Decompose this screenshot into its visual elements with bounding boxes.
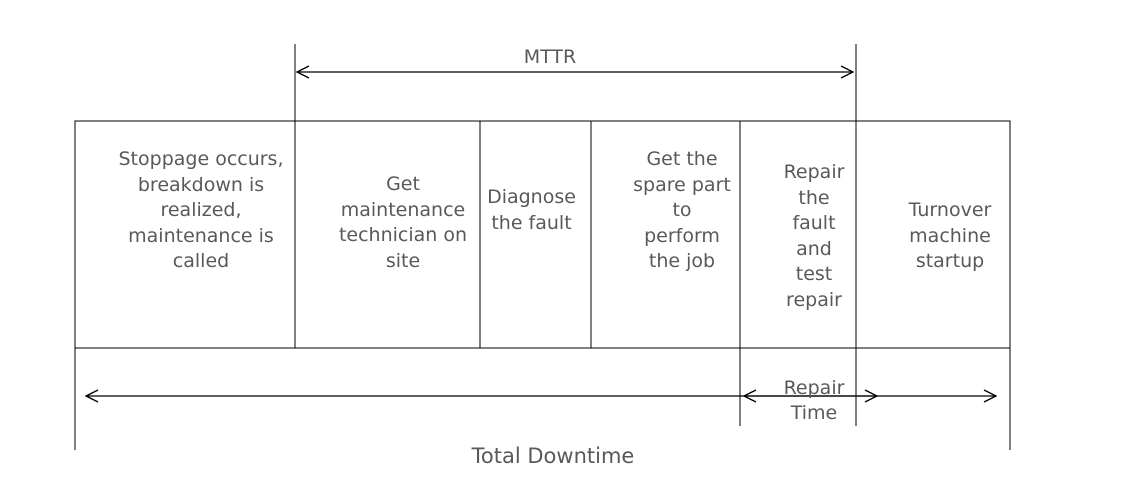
mttr-label: MTTR: [523, 46, 577, 68]
step-stoppage-label: Stoppage occurs, breakdown is realized, …: [118, 148, 284, 272]
step-spare-part-label: Get the spare part to perform the job: [633, 148, 731, 272]
step-technician-label: Get maintenance technician on site: [338, 173, 468, 272]
repair-time-label: Repair Time: [783, 377, 845, 424]
total-downtime-label: Total Downtime: [471, 444, 635, 468]
step-repair-label: Repair the fault and test repair: [783, 161, 845, 311]
step-diagnose-label: Diagnose the fault: [487, 186, 576, 234]
step-turnover-label: Turnover machine startup: [908, 199, 992, 272]
process-box: [74, 120, 1011, 349]
